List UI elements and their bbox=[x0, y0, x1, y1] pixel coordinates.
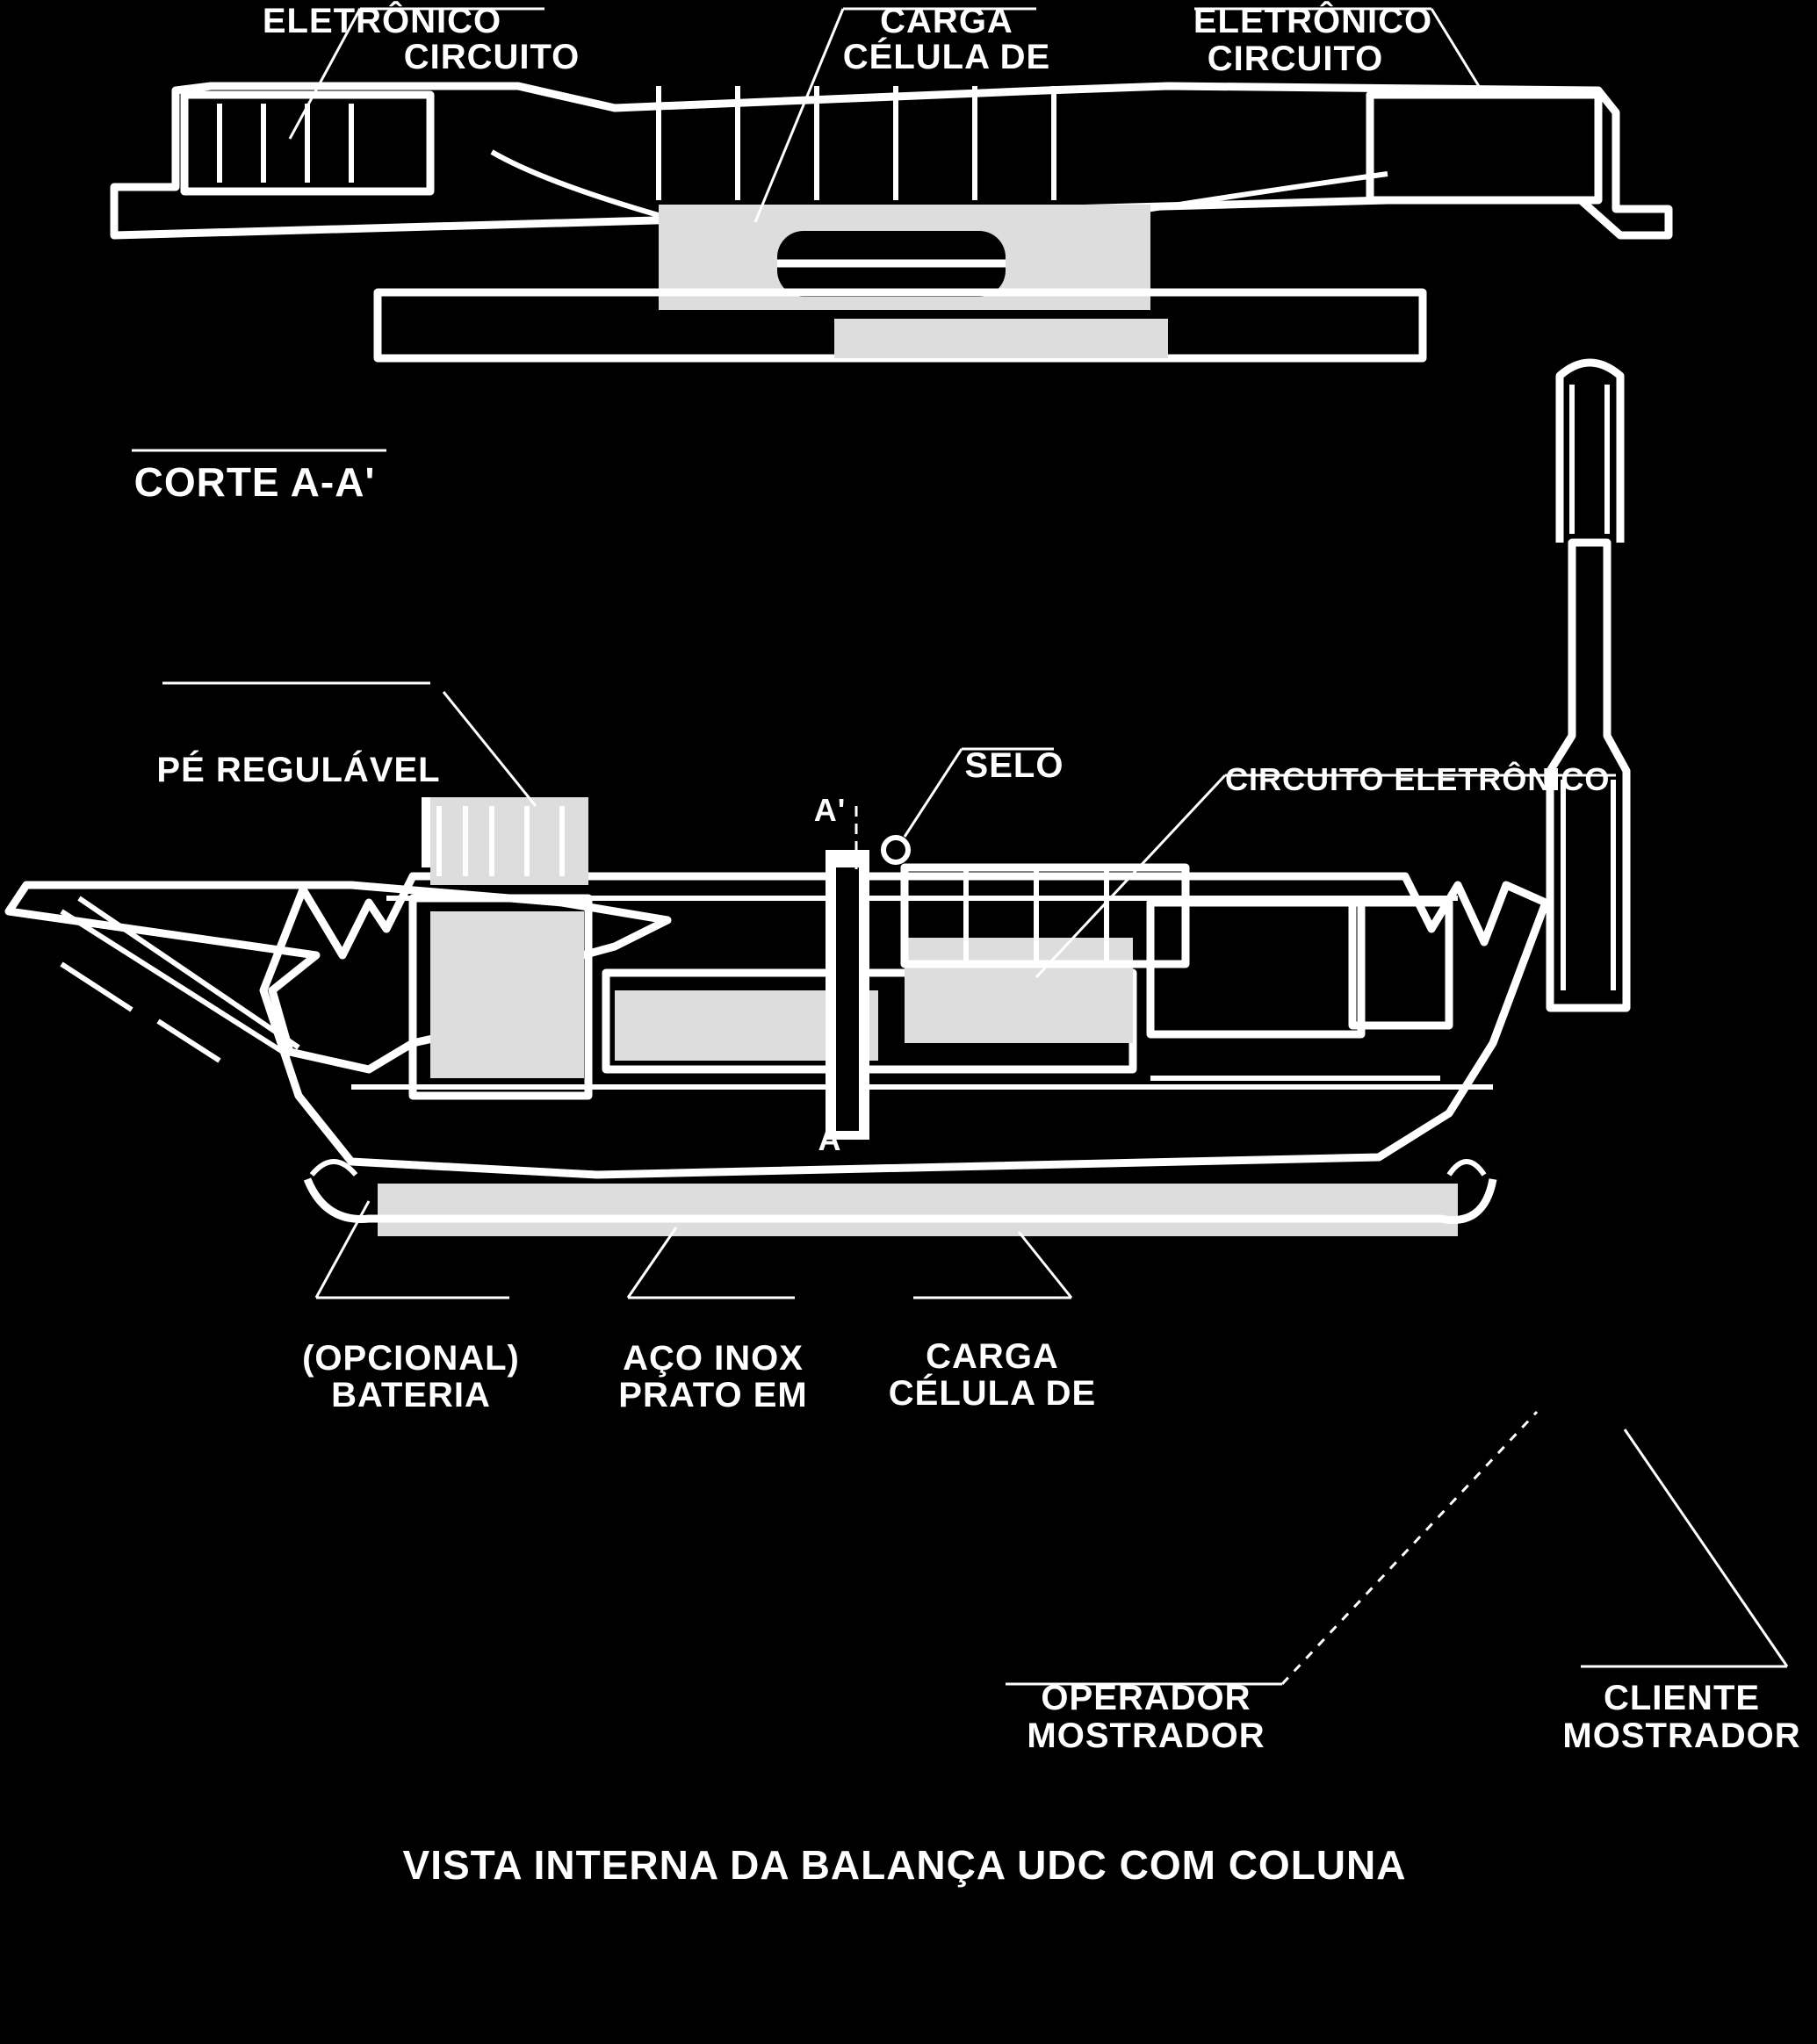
section-mark-top: A' bbox=[814, 792, 847, 828]
label-left-circuit-2: ELETRÔNICO bbox=[263, 0, 501, 40]
circuit-board bbox=[1146, 898, 1453, 1081]
scale-body bbox=[4, 358, 1631, 1236]
section-mark-bottom: A bbox=[818, 1121, 842, 1157]
label-operator-display-1: MOSTRADOR bbox=[1027, 1717, 1265, 1755]
seal bbox=[881, 835, 911, 865]
leader-adjustable-foot bbox=[442, 691, 537, 807]
leader-client-display bbox=[1623, 1429, 1789, 1667]
adjustable-foot bbox=[430, 797, 588, 885]
label-plate-2: AÇO INOX bbox=[623, 1339, 804, 1378]
label-electronic-circuit: CIRCUITO ELETRÔNICO bbox=[1225, 760, 1610, 797]
label-right-circuit-1: CIRCUITO bbox=[1208, 40, 1384, 78]
leader-plate bbox=[626, 1227, 678, 1299]
label-plate-1: PRATO EM bbox=[618, 1376, 807, 1414]
section-housing bbox=[110, 82, 1673, 240]
leader-seal bbox=[903, 748, 963, 838]
label-battery-2: (OPCIONAL) bbox=[302, 1339, 520, 1378]
label-load-cell-2: CARGA bbox=[926, 1337, 1059, 1376]
leader-battery bbox=[314, 1200, 371, 1299]
label-section-load-cell-1: CÉLULA DE bbox=[843, 37, 1050, 76]
main-title: VISTA INTERNA DA BALANÇA UDC COM COLUNA bbox=[403, 1842, 1407, 1888]
label-left-circuit-1: CIRCUITO bbox=[404, 38, 580, 76]
label-seal: SELO bbox=[965, 746, 1064, 785]
main-leaders bbox=[162, 681, 1789, 1686]
section-view bbox=[110, 82, 1673, 363]
label-client-display-1: MOSTRADOR bbox=[1562, 1717, 1800, 1755]
label-section-load-cell-2: CARGA bbox=[880, 2, 1013, 40]
leader-operator-display bbox=[1280, 1410, 1539, 1686]
section-title: CORTE A-A' bbox=[134, 459, 376, 505]
leader-load-cell bbox=[1017, 1231, 1073, 1299]
display-column bbox=[1546, 358, 1631, 1012]
label-operator-display-2: OPERADOR bbox=[1041, 1679, 1251, 1717]
label-adjustable-foot: PÉ REGULÁVEL bbox=[156, 750, 440, 789]
base-plate bbox=[303, 1159, 1497, 1236]
labels: ELETRÔNICO CIRCUITO CARGA CÉLULA DE ELET… bbox=[134, 0, 1800, 1888]
label-load-cell-1: CÉLULA DE bbox=[889, 1373, 1096, 1413]
load-cell-assembly bbox=[602, 850, 1190, 1140]
leader-circuit bbox=[1035, 774, 1227, 979]
section-leaders bbox=[132, 7, 1486, 452]
label-battery-1: BATERIA bbox=[331, 1376, 491, 1414]
label-client-display-2: CLIENTE bbox=[1604, 1679, 1760, 1717]
label-right-circuit-2: ELETRÔNICO bbox=[1193, 0, 1432, 40]
